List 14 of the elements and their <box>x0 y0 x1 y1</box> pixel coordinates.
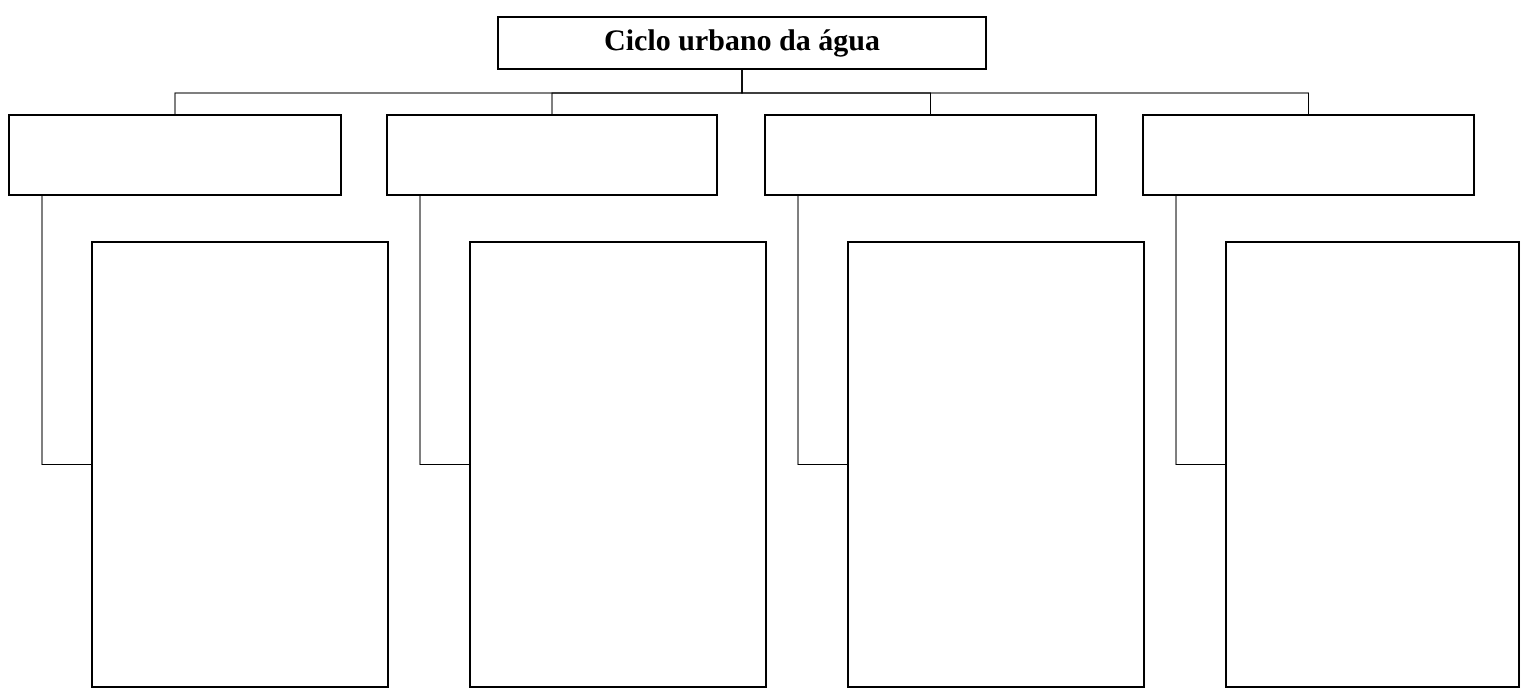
empty-box <box>764 114 1097 196</box>
empty-box <box>1142 114 1475 196</box>
connector-line <box>741 69 1309 115</box>
title-box: Ciclo urbano da água <box>497 16 987 70</box>
connector-line <box>797 195 848 465</box>
empty-box <box>91 241 389 688</box>
connector-line <box>1175 195 1226 465</box>
empty-box <box>1225 241 1520 688</box>
empty-box <box>8 114 342 196</box>
connector-line <box>41 195 92 465</box>
empty-box <box>847 241 1145 688</box>
empty-box <box>469 241 767 688</box>
connector-line <box>419 195 470 465</box>
empty-box <box>386 114 718 196</box>
